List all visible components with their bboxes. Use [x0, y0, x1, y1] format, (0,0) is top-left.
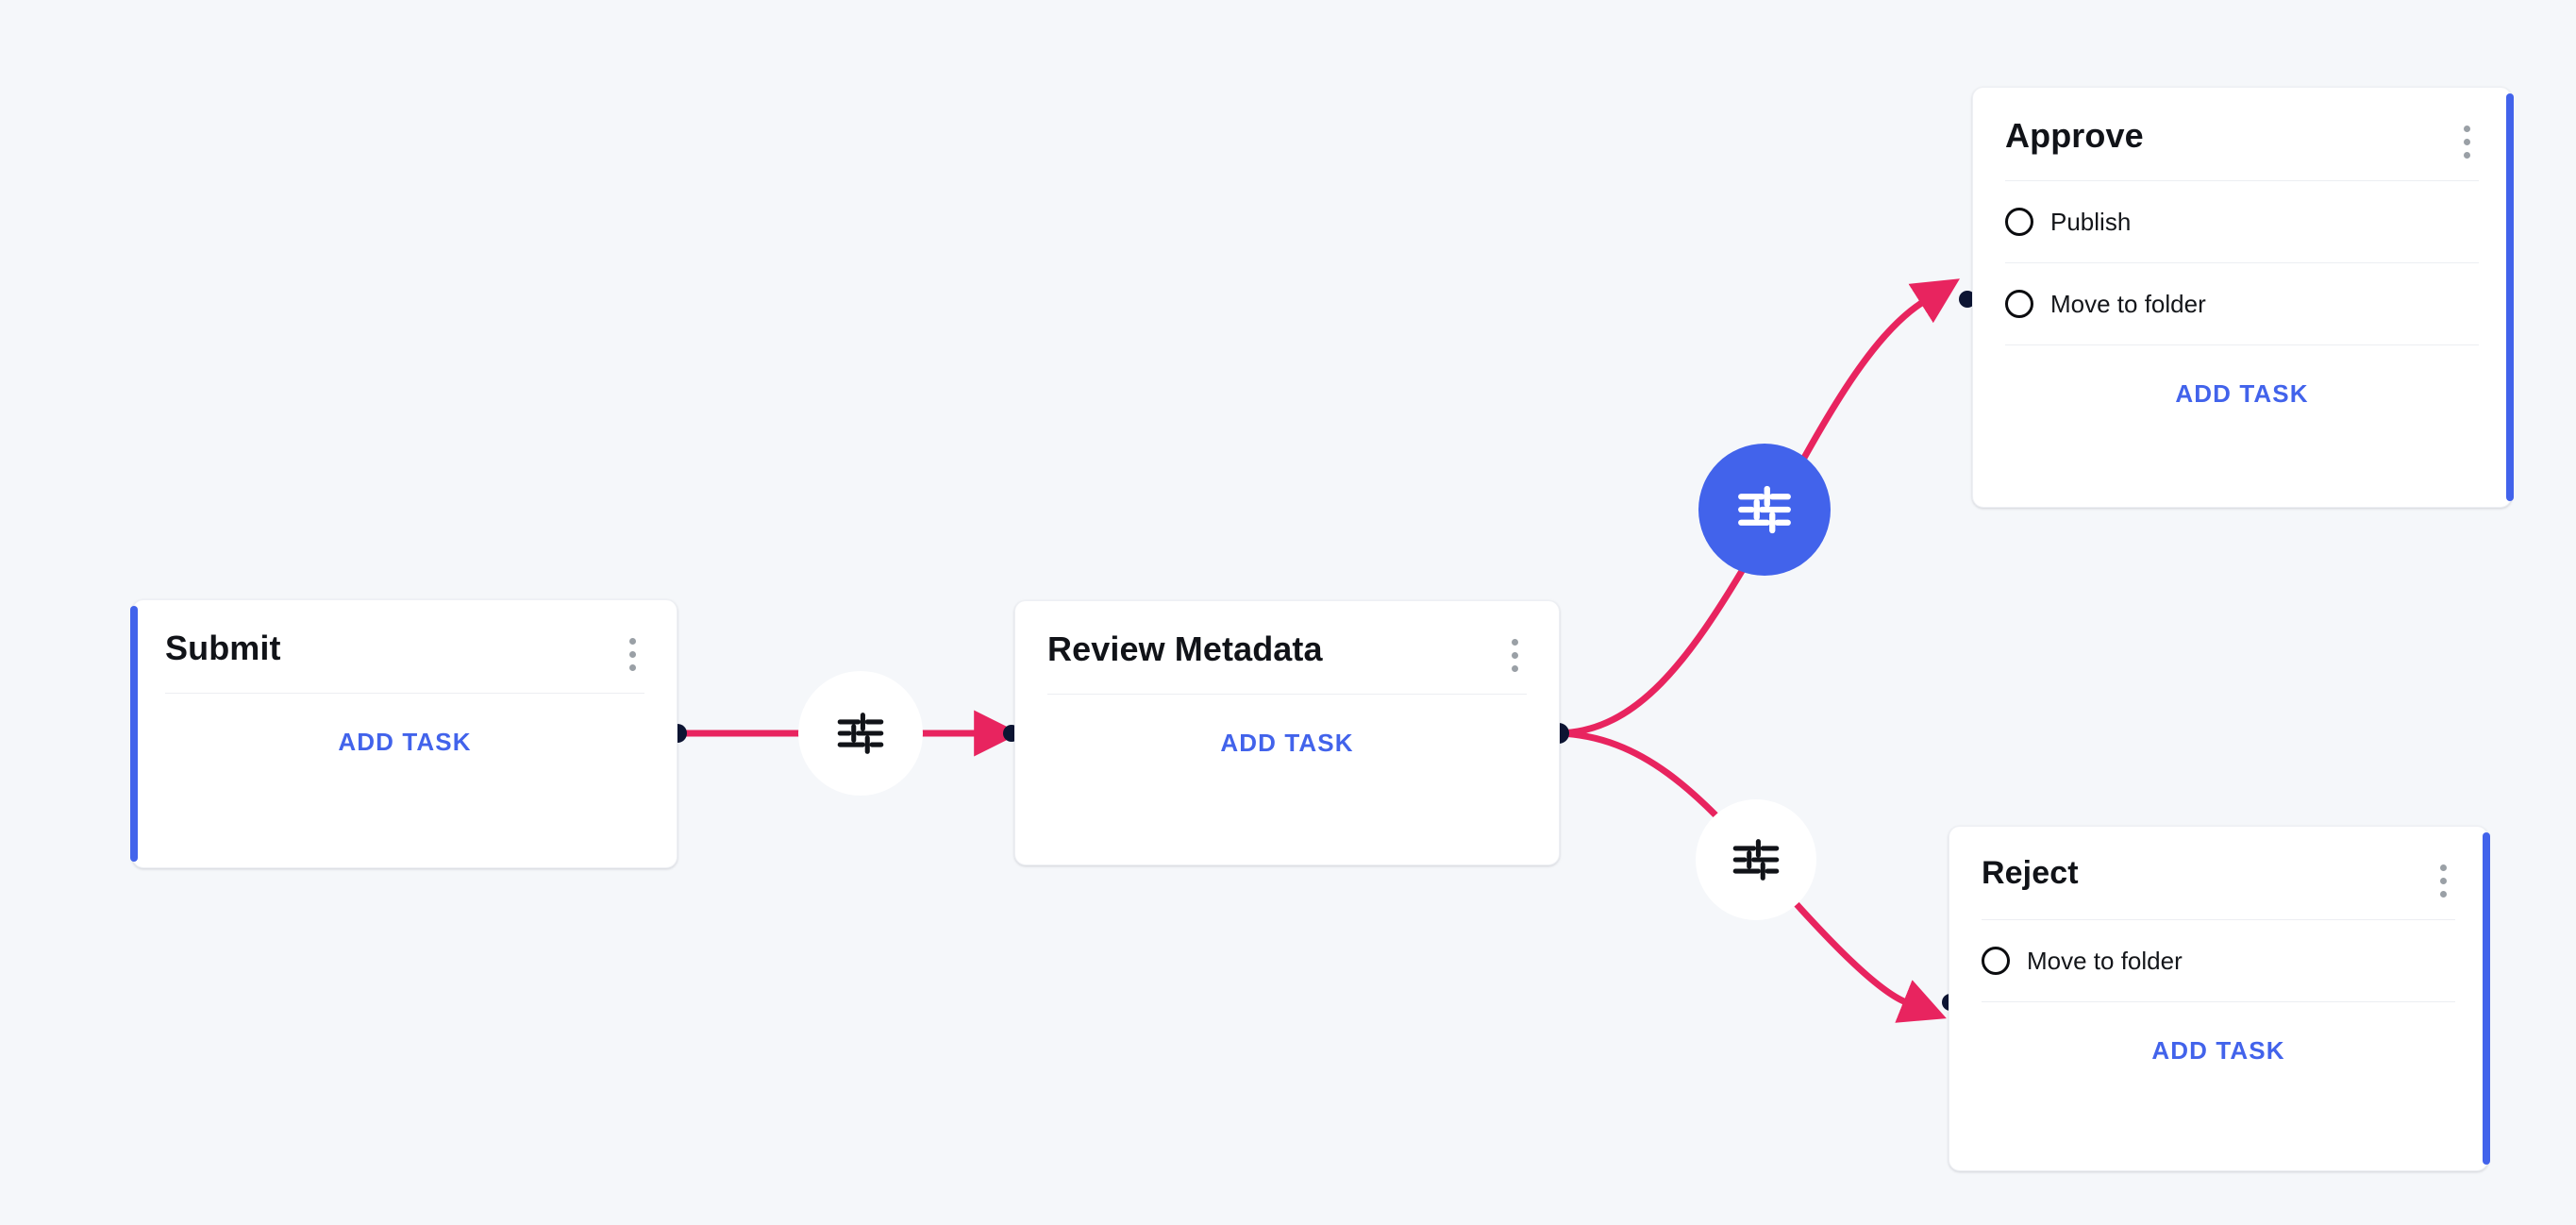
edge-settings-button-review-to-approve[interactable]	[1698, 444, 1831, 576]
card-divider	[2005, 344, 2479, 345]
task-row[interactable]: Move to folder	[1982, 919, 2455, 1001]
more-vertical-icon[interactable]	[2431, 859, 2455, 902]
add-task-button[interactable]: ADD TASK	[1220, 729, 1354, 757]
add-task-button[interactable]: ADD TASK	[2175, 379, 2309, 408]
task-label: Publish	[2050, 207, 2132, 236]
node-title: Approve	[2005, 116, 2144, 155]
card-body: Move to folder ADD TASK	[1949, 919, 2487, 1098]
more-vertical-icon[interactable]	[1502, 633, 1527, 677]
radio-circle-icon[interactable]	[2005, 290, 2033, 318]
task-label: Move to folder	[2050, 289, 2206, 318]
task-row[interactable]: Move to folder	[2005, 262, 2479, 344]
card-header: Reject	[1949, 827, 2487, 902]
node-card-reject[interactable]: Reject Move to folder ADD TASK	[1949, 826, 2490, 1171]
card-body: Publish Move to folder ADD TASK	[1973, 180, 2511, 441]
card-header: Approve	[1973, 88, 2511, 163]
node-title: Submit	[165, 629, 281, 667]
card-divider	[165, 693, 644, 694]
card-body: ADD TASK	[133, 693, 677, 789]
more-vertical-icon[interactable]	[620, 632, 644, 676]
card-header: Submit	[133, 600, 677, 676]
card-header: Review Metadata	[1015, 601, 1559, 677]
tune-icon	[1732, 839, 1780, 881]
add-task-button[interactable]: ADD TASK	[338, 728, 472, 756]
node-card-approve[interactable]: Approve Publish Move to folder ADD TASK	[1972, 87, 2514, 508]
edge-settings-button-submit-to-review[interactable]	[798, 671, 923, 796]
task-label: Move to folder	[2027, 946, 2183, 975]
tune-icon	[1738, 485, 1791, 534]
node-accent-bar	[130, 606, 138, 862]
tune-icon	[837, 713, 884, 754]
radio-circle-icon[interactable]	[2005, 208, 2033, 236]
node-title: Review Metadata	[1047, 629, 1323, 668]
node-title: Reject	[1982, 855, 2079, 891]
card-divider	[1047, 694, 1527, 695]
node-card-review-metadata[interactable]: Review Metadata ADD TASK	[1014, 600, 1560, 865]
more-vertical-icon[interactable]	[2454, 120, 2479, 163]
card-body: ADD TASK	[1015, 694, 1559, 790]
radio-circle-icon[interactable]	[1982, 947, 2010, 975]
card-divider	[1982, 1001, 2455, 1002]
edge-settings-button-review-to-reject[interactable]	[1696, 799, 1816, 920]
task-row[interactable]: Publish	[2005, 180, 2479, 262]
node-accent-bar	[2506, 93, 2514, 501]
add-task-button[interactable]: ADD TASK	[2151, 1036, 2285, 1065]
node-accent-bar	[2483, 832, 2490, 1165]
node-card-submit[interactable]: Submit ADD TASK	[130, 599, 677, 868]
